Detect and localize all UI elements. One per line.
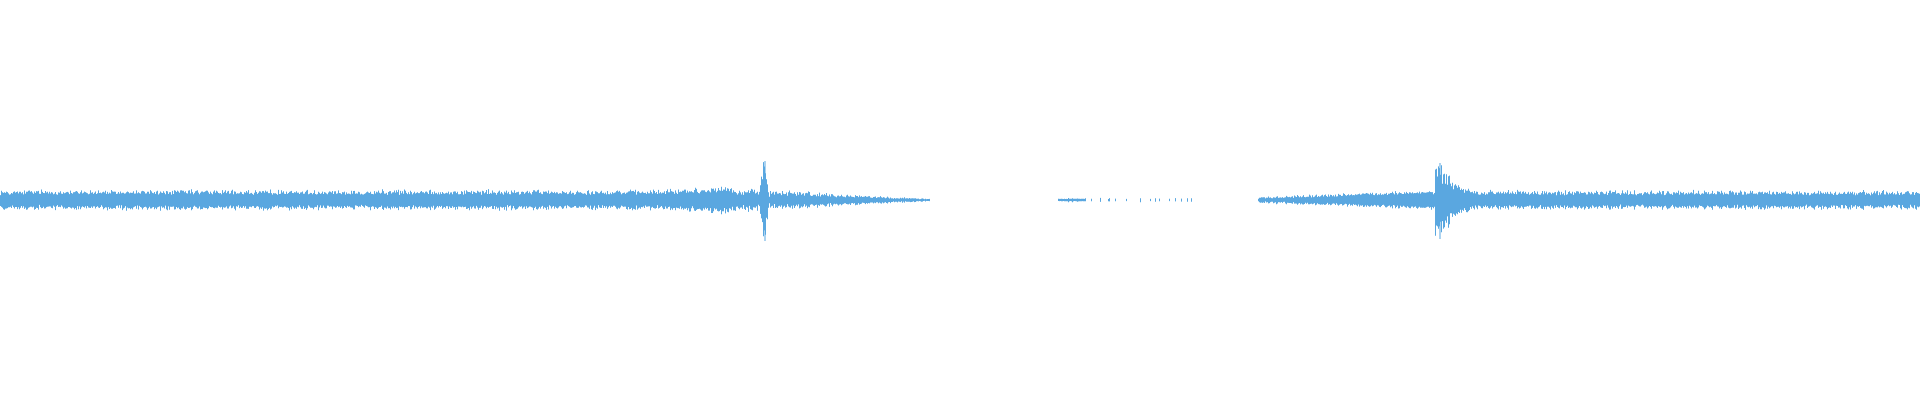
waveform-trace — [0, 161, 1920, 241]
